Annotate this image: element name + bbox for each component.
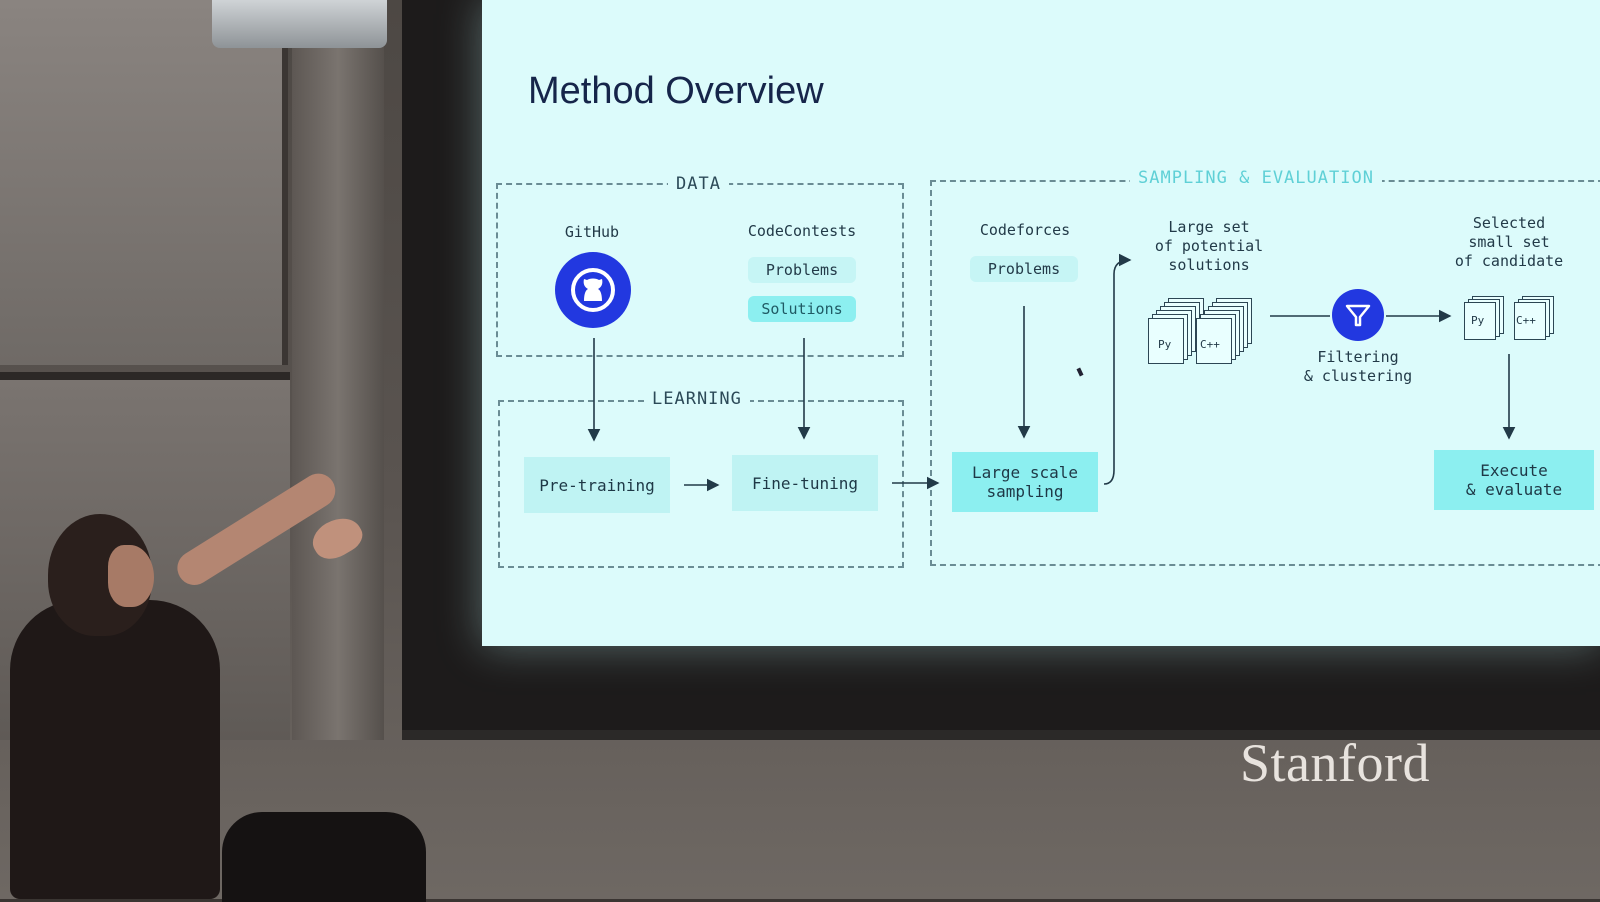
flow-arrows [587, 253, 1516, 492]
file-stack-icon: Py C++ [1144, 298, 1264, 368]
slide-title: Method Overview [528, 70, 824, 112]
github-label: GitHub [564, 223, 620, 241]
large-scale-sampling-stage: Large scale sampling [952, 452, 1098, 512]
file-card [1148, 318, 1184, 364]
selected-line2: small set [1468, 233, 1550, 251]
selected-line1: Selected [1472, 214, 1546, 232]
github-icon [555, 252, 631, 328]
file-card [1196, 318, 1232, 364]
file-card [1464, 302, 1496, 340]
wall-strip [292, 40, 384, 740]
py-file-label: Py [1158, 338, 1172, 351]
pretraining-stage: Pre-training [524, 457, 670, 513]
candidate-file-stack-icon: Py C++ [1464, 296, 1564, 346]
speaker-face [108, 545, 154, 607]
large-set-line1: Large set [1168, 218, 1250, 236]
ceiling-projector [212, 0, 387, 48]
large-scale-line2: sampling [986, 482, 1064, 501]
codecontests-problems-chip: Problems [748, 257, 856, 283]
execute-evaluate-stage: Execute & evaluate [1434, 450, 1594, 510]
execute-line2: & evaluate [1465, 480, 1563, 499]
filtering-line1: Filtering [1317, 348, 1399, 366]
finetuning-stage: Fine-tuning [732, 455, 878, 511]
speaker-body [10, 600, 220, 899]
execute-line1: Execute [1480, 461, 1548, 480]
file-card [1514, 302, 1546, 340]
foreground-chair [222, 812, 426, 902]
large-set-caption: Large set of potential solutions [1134, 218, 1284, 275]
wall-panel-upper [0, 0, 288, 365]
codecontests-solutions-chip: Solutions [748, 296, 856, 322]
learning-section-label: LEARNING [644, 389, 750, 409]
cpp-file-label: C++ [1200, 338, 1220, 351]
filtering-line2: & clustering [1303, 367, 1413, 385]
projected-slide: Method Overview DATA GitHub CodeContests… [482, 0, 1600, 646]
sampling-section-label: SAMPLING & EVALUATION [1130, 168, 1382, 188]
cpp-candidate-label: C++ [1516, 314, 1536, 327]
stanford-watermark: Stanford [1240, 733, 1430, 793]
py-candidate-label: Py [1471, 314, 1485, 327]
codeforces-label: Codeforces [979, 221, 1071, 239]
large-scale-line1: Large scale [972, 463, 1078, 482]
selected-caption: Selected small set of candidate [1434, 214, 1584, 271]
large-set-line2: of potential [1154, 237, 1264, 255]
filter-funnel-icon [1332, 289, 1384, 341]
filtering-caption: Filtering & clustering [1282, 348, 1434, 386]
codecontests-label: CodeContests [747, 222, 857, 240]
data-section-label: DATA [668, 174, 729, 194]
large-set-line3: solutions [1168, 256, 1250, 274]
selected-line3: of candidate [1454, 252, 1564, 270]
codeforces-problems-chip: Problems [970, 256, 1078, 282]
